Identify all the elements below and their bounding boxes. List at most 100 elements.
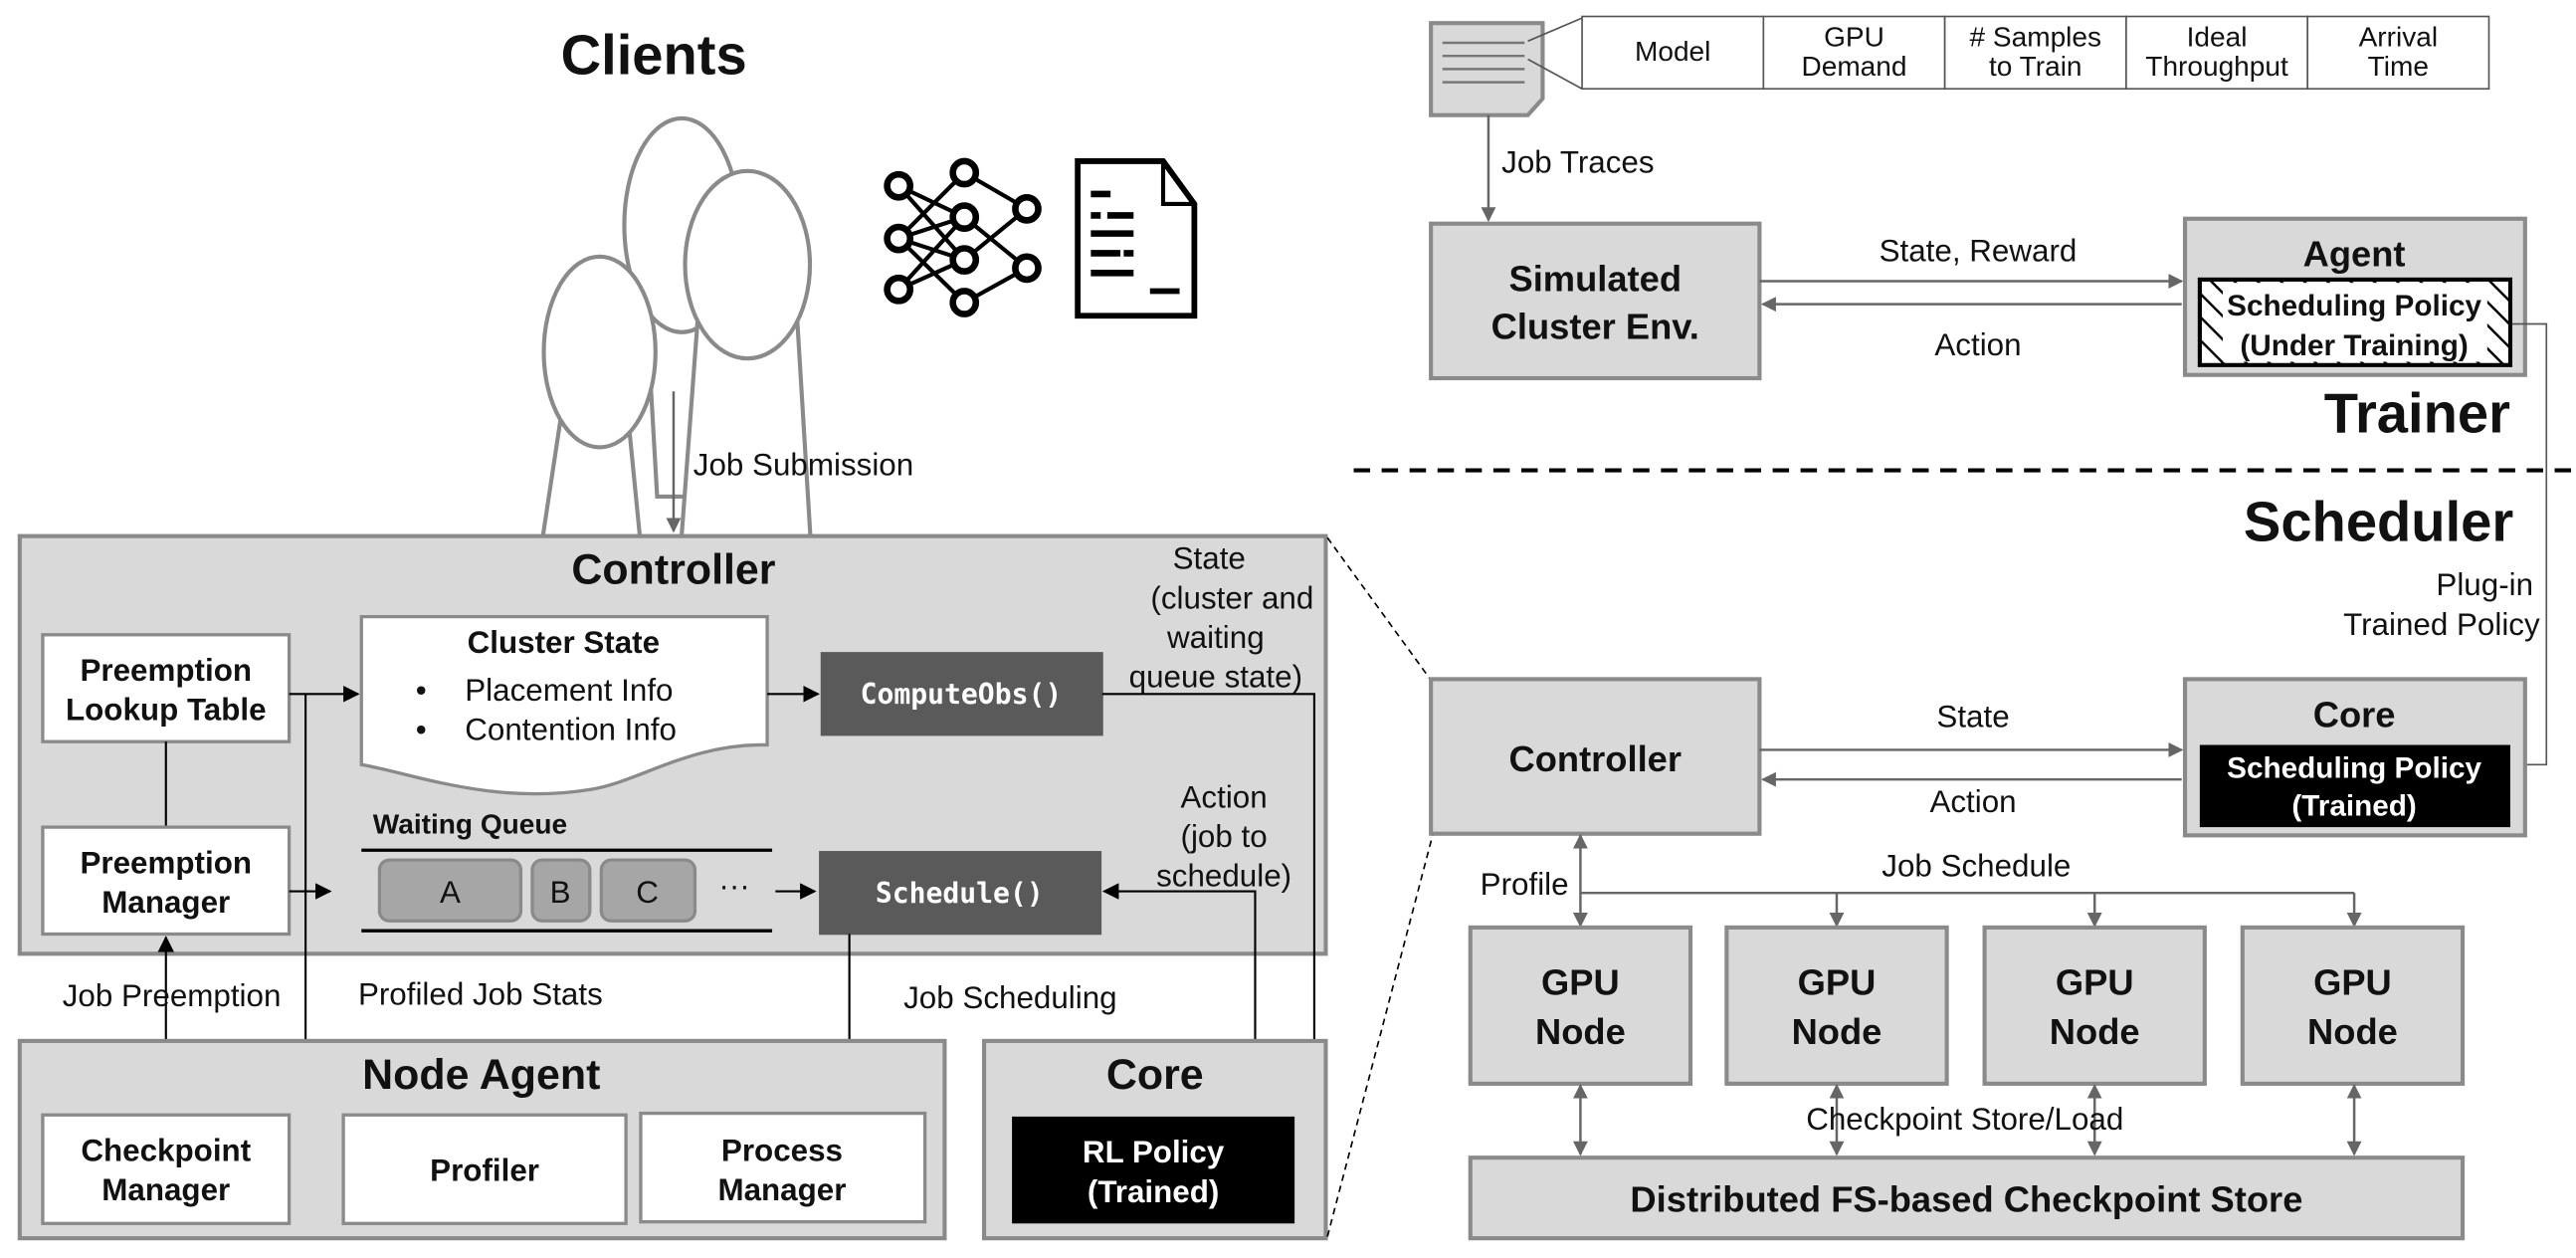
svg-text:Demand: Demand xyxy=(1801,51,1906,82)
node-agent-title: Node Agent xyxy=(362,1051,600,1099)
preemption-lookup-table[interactable]: Preemption Lookup Table xyxy=(41,633,292,743)
agent[interactable]: Agent Scheduling Policy (Under Training) xyxy=(2182,216,2527,377)
scheduler-core[interactable]: Core Scheduling Policy (Trained) xyxy=(2182,677,2527,838)
zoom-line-bottom xyxy=(1326,835,1434,1237)
svg-text:GPU: GPU xyxy=(1824,21,1884,52)
svg-text:Model: Model xyxy=(1635,36,1710,67)
queue-job-a[interactable]: A xyxy=(377,858,523,923)
node-agent-panel: Node Agent Checkpoint Manager Profiler P… xyxy=(17,1038,947,1241)
svg-text:(job to: (job to xyxy=(1181,819,1268,854)
scheduler-title: Scheduler xyxy=(2244,491,2513,553)
waiting-queue: A B C ··· xyxy=(361,848,773,933)
svg-text:C: C xyxy=(636,875,659,910)
rl-policy[interactable]: RL Policy (Trained) xyxy=(1012,1116,1295,1224)
svg-text:(Trained): (Trained) xyxy=(2291,790,2416,823)
gpu-node[interactable]: GPU Node xyxy=(1724,925,1949,1086)
svg-text:Throughput: Throughput xyxy=(2145,51,2288,82)
svg-text:Ideal: Ideal xyxy=(2187,21,2248,52)
svg-text:(cluster and: (cluster and xyxy=(1150,580,1313,615)
job-traces-label: Job Traces xyxy=(1501,144,1654,179)
contention-info: Contention Info xyxy=(465,713,677,747)
controller-title: Controller xyxy=(571,546,775,594)
neural-network-icon xyxy=(884,157,1042,317)
job-submission-label: Job Submission xyxy=(694,448,913,483)
svg-text:GPU: GPU xyxy=(1541,962,1620,1003)
svg-text:waiting: waiting xyxy=(1166,620,1265,655)
scheduler-core-title: Core xyxy=(2313,694,2396,734)
svg-text:Manager: Manager xyxy=(101,885,230,920)
profiled-job-stats-label: Profiled Job Stats xyxy=(358,977,603,1012)
scheduler-action-label: Action xyxy=(1929,784,2016,819)
compute-obs-function[interactable]: ComputeObs() xyxy=(820,652,1103,736)
clients-title: Clients xyxy=(561,23,747,86)
svg-text:(Under Training): (Under Training) xyxy=(2240,329,2468,362)
svg-text:(Trained): (Trained) xyxy=(1088,1174,1219,1209)
svg-text:Schedule(): Schedule() xyxy=(876,877,1044,910)
trained-scheduling-policy xyxy=(2199,744,2510,828)
svg-text:Preemption: Preemption xyxy=(80,653,252,688)
distributed-checkpoint-store[interactable]: Distributed FS-based Checkpoint Store xyxy=(1468,1155,2466,1241)
queue-job-c[interactable]: C xyxy=(599,858,697,923)
action-label: Action (job to schedule) xyxy=(1156,779,1291,893)
svg-text:•: • xyxy=(416,673,427,708)
svg-text:B: B xyxy=(550,875,571,910)
core-panel-left: Core RL Policy (Trained) xyxy=(981,1038,1328,1241)
agent-title: Agent xyxy=(2303,234,2406,275)
simulated-cluster-env[interactable]: Simulated Cluster Env. xyxy=(1429,221,1762,381)
svg-text:RL Policy: RL Policy xyxy=(1083,1135,1225,1169)
svg-text:Manager: Manager xyxy=(717,1172,846,1207)
svg-text:Profiler: Profiler xyxy=(430,1153,539,1187)
checkpoint-manager[interactable]: Checkpoint Manager xyxy=(41,1113,292,1225)
svg-text:Node: Node xyxy=(2050,1011,2140,1052)
svg-text:Preemption: Preemption xyxy=(80,845,252,880)
svg-text:Process: Process xyxy=(721,1134,843,1168)
zoom-line-top xyxy=(1326,536,1434,684)
svg-text:A: A xyxy=(440,875,461,910)
svg-text:Node: Node xyxy=(1535,1011,1626,1052)
core-left-title: Core xyxy=(1106,1051,1204,1099)
svg-text:Node: Node xyxy=(2307,1011,2398,1052)
scheduler-section: Scheduler Plug-in Trained Policy Control… xyxy=(1429,322,2548,1241)
svg-text:Cluster Env.: Cluster Env. xyxy=(1491,306,1699,346)
users-icon xyxy=(531,115,814,598)
job-scheduling-label: Job Scheduling xyxy=(903,980,1116,1015)
process-manager[interactable]: Process Manager xyxy=(639,1111,927,1224)
gpu-node[interactable]: GPU Node xyxy=(1468,925,1693,1086)
state-reward-label: State, Reward xyxy=(1880,234,2078,269)
svg-text:GPU: GPU xyxy=(1798,962,1877,1003)
queue-ellipsis: ··· xyxy=(718,868,749,903)
svg-text:Simulated: Simulated xyxy=(1508,258,1682,299)
preemption-manager[interactable]: Preemption Manager xyxy=(41,825,292,937)
svg-text:Node: Node xyxy=(1792,1011,1882,1052)
svg-text:schedule): schedule) xyxy=(1156,859,1291,894)
svg-text:Scheduling Policy: Scheduling Policy xyxy=(2227,290,2481,322)
gpu-node[interactable]: GPU Node xyxy=(1982,925,2207,1086)
job-trace-file-icon xyxy=(1429,17,1583,117)
plug-in-policy-arrow xyxy=(2511,322,2548,772)
clients-section: Clients xyxy=(531,23,1198,598)
scheduler-state-label: State xyxy=(1936,699,2009,734)
trainer-action-label: Action xyxy=(1934,327,2021,362)
cluster-state-title: Cluster State xyxy=(468,625,660,660)
trainer-title: Trainer xyxy=(2324,382,2510,445)
profiler[interactable]: Profiler xyxy=(341,1113,628,1225)
waiting-queue-title: Waiting Queue xyxy=(373,809,567,840)
svg-text:Time: Time xyxy=(2368,51,2429,82)
svg-text:GPU: GPU xyxy=(2056,962,2134,1003)
svg-text:Lookup Table: Lookup Table xyxy=(66,693,267,728)
svg-text:•: • xyxy=(416,713,427,747)
schedule-function[interactable]: Schedule() xyxy=(819,851,1102,936)
queue-job-b[interactable]: B xyxy=(530,858,592,923)
placement-info: Placement Info xyxy=(465,673,673,708)
scheduler-controller[interactable]: Controller xyxy=(1429,677,1762,836)
cluster-state: Cluster State • Placement Info • Content… xyxy=(359,614,769,796)
svg-text:Action: Action xyxy=(1181,779,1268,814)
svg-text:# Samples: # Samples xyxy=(1969,21,2101,52)
svg-text:Manager: Manager xyxy=(101,1172,230,1207)
